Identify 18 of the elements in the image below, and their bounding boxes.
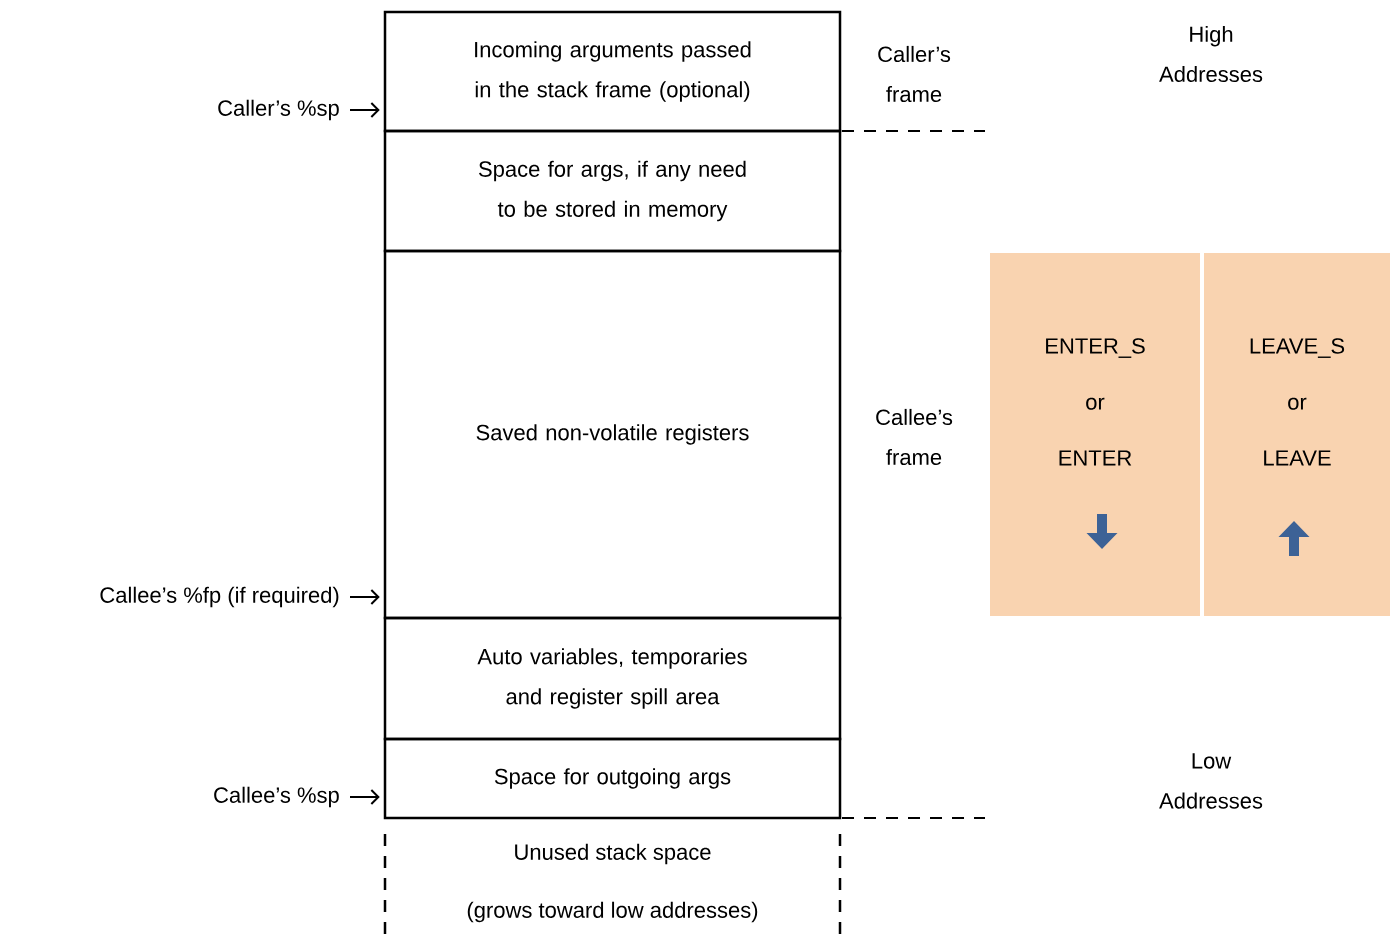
instruction-panel: ENTER_S or ENTER bbox=[990, 253, 1200, 616]
pointer-label: Callee’s %fp (if required) bbox=[100, 586, 339, 608]
pointer-label: Caller’s %sp bbox=[218, 99, 339, 121]
region-label: Callee’s frame bbox=[876, 408, 953, 466]
pointer-arrow bbox=[349, 789, 380, 805]
region-label: High Addresses bbox=[1159, 25, 1263, 83]
instruction-panel: LEAVE_S or LEAVE bbox=[1204, 253, 1390, 616]
stack-frame-box: Saved non-volatile registers bbox=[383, 249, 842, 620]
pointer-arrow bbox=[349, 102, 380, 118]
pointer-arrow bbox=[349, 589, 380, 605]
pointer-label: Callee’s %sp bbox=[214, 786, 339, 808]
stack-frame-box: Auto variables, temporaries and register spill area bbox=[383, 616, 842, 741]
region-label: Caller’s frame bbox=[878, 45, 951, 103]
unused-stack-region: Unused stack space (grows toward low addresses) bbox=[383, 834, 842, 935]
stack-frame-box: Space for outgoing args bbox=[383, 737, 842, 820]
region-label: Low Addresses bbox=[1159, 753, 1263, 809]
stack-frame-box: Space for args, if any need to be stored in memory bbox=[383, 129, 842, 253]
stack-frame-box: Incoming arguments passed in the stack frame (optional) bbox=[383, 10, 842, 133]
